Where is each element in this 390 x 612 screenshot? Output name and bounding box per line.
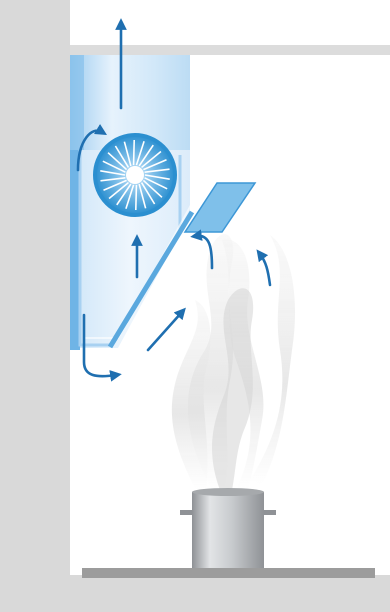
cooking-steam bbox=[172, 234, 295, 490]
countertop bbox=[82, 568, 375, 578]
fan-blade bbox=[136, 185, 137, 210]
capture-flap bbox=[185, 183, 255, 232]
intake-diagonal-arrow bbox=[148, 312, 182, 350]
ventilation-fan bbox=[95, 135, 175, 215]
cooking-pot bbox=[180, 488, 276, 568]
ceiling bbox=[70, 45, 390, 55]
smoke-rising-arrow bbox=[260, 254, 270, 285]
fan-blade bbox=[134, 140, 135, 165]
